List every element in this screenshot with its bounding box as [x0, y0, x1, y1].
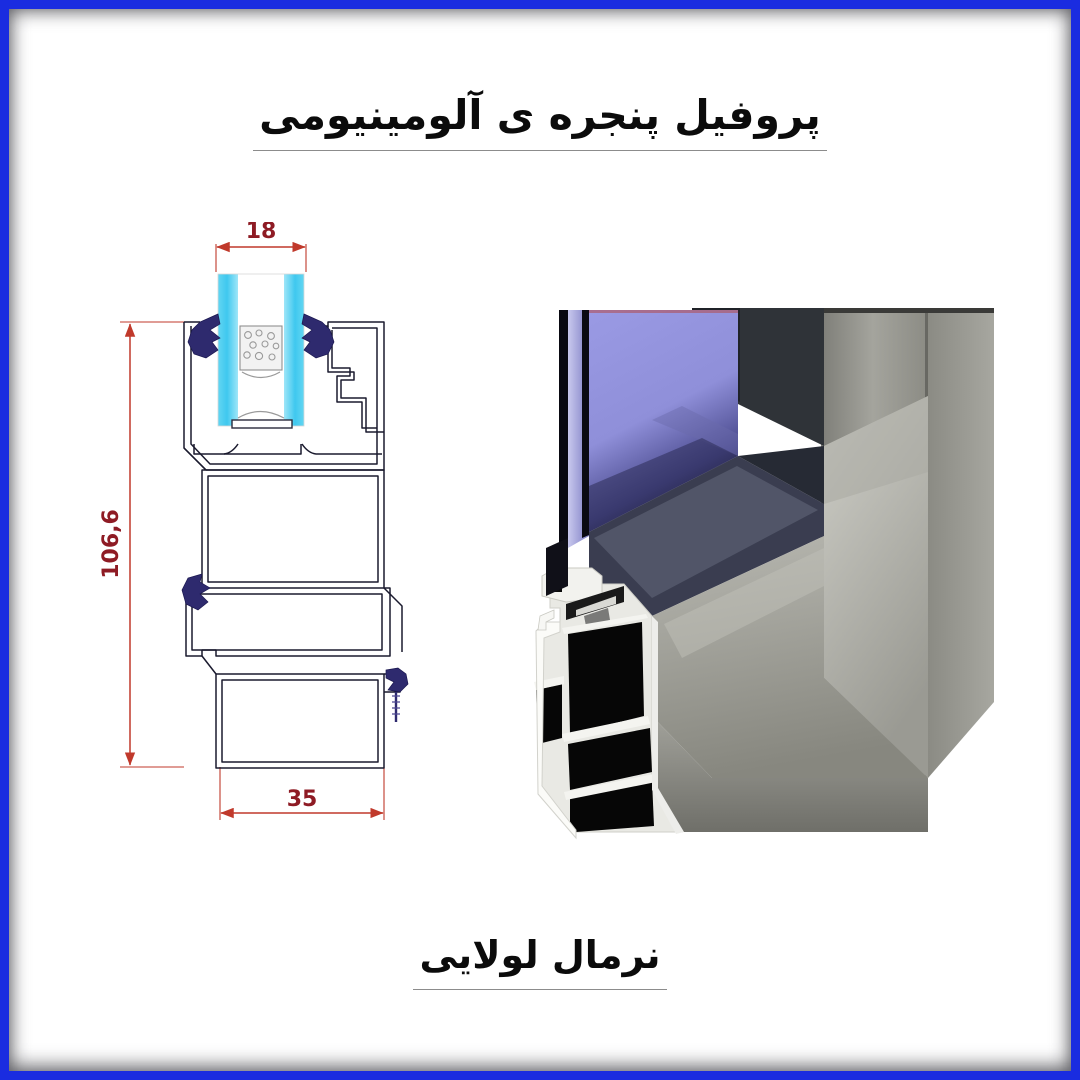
page-caption-text: نرمال لولایی — [413, 932, 667, 990]
profile-cutaway — [534, 567, 684, 840]
frame-inner-bevel — [824, 396, 928, 778]
gasket-fin — [392, 692, 400, 722]
sash-bevel — [589, 446, 824, 616]
profile-outline — [183, 321, 403, 769]
dimension-106-6: 106,6 — [99, 321, 184, 768]
product-photo — [532, 286, 994, 846]
sill-top-face — [652, 536, 928, 778]
dimension-18: 18 — [215, 222, 307, 272]
sill-front-face — [652, 716, 928, 832]
glazing-unit — [217, 273, 305, 429]
profile-hook-detail — [537, 609, 555, 631]
dimension-35-label: 35 — [287, 787, 318, 812]
dimension-35: 35 — [219, 767, 385, 820]
glass-pane — [559, 310, 738, 554]
technical-drawing: 18 106,6 35 — [96, 222, 426, 842]
sash-vertical-edge — [546, 538, 568, 596]
page-caption: نرمال لولایی — [0, 932, 1080, 990]
page-title-text: پروفیل پنجره ی آلومینیومی — [253, 90, 827, 152]
glass-spacer — [239, 325, 283, 379]
page-title: پروفیل پنجره ی آلومینیومی — [0, 90, 1080, 152]
dimension-18-label: 18 — [246, 222, 277, 244]
gaskets — [181, 313, 409, 693]
glazing-bead-detail — [566, 586, 624, 626]
dimension-106-6-label: 106,6 — [99, 509, 124, 579]
